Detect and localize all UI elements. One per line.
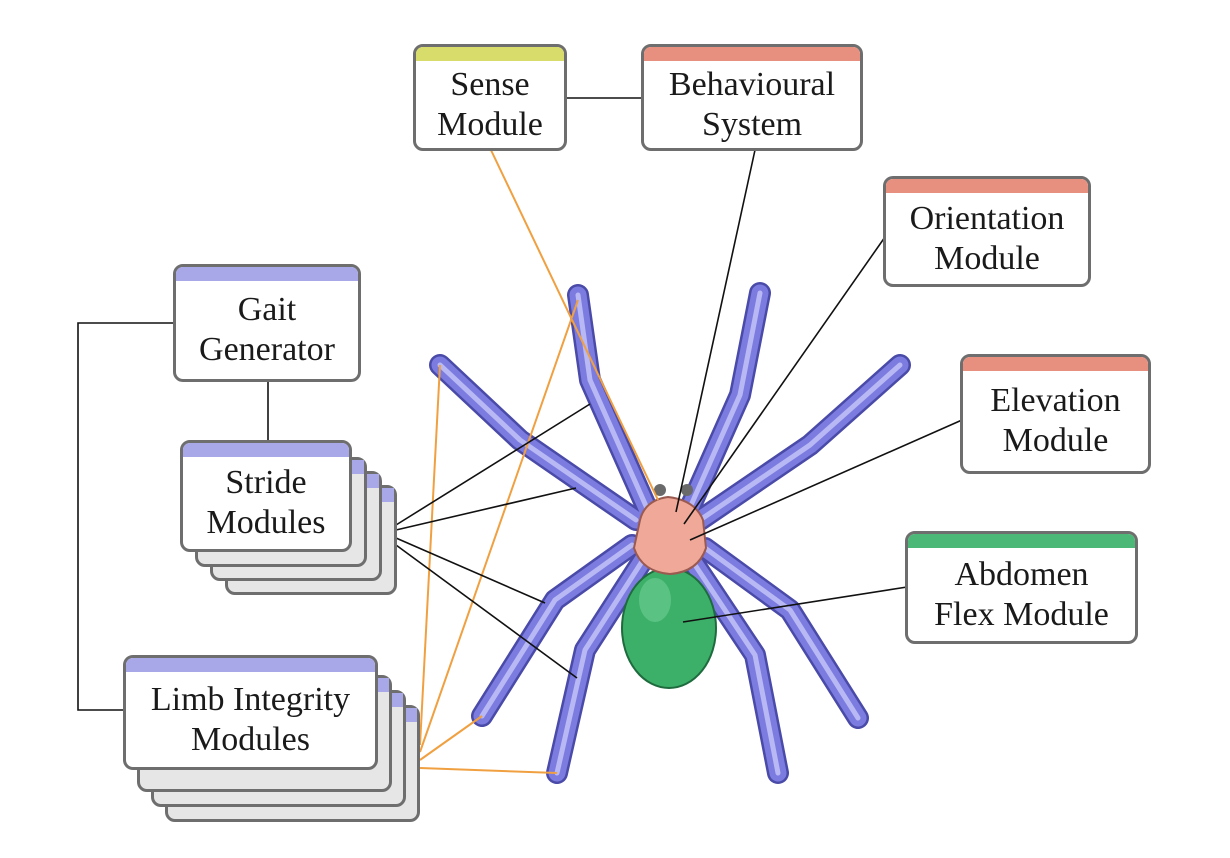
stride-line2: Modules [206, 504, 326, 541]
connector-lines [77, 97, 963, 774]
limb-integrity-modules-box: Limb Integrity Modules [123, 655, 378, 770]
orientation-module-box: Orientation Module [883, 176, 1091, 287]
stride-category-bar [183, 443, 349, 457]
spider-legs [429, 282, 911, 784]
sense-module-box: Sense Module [413, 44, 567, 151]
behavioural-line2: System [701, 105, 803, 143]
elevation-line1: Elevation [990, 382, 1121, 419]
gait-line1: Gait [237, 291, 297, 328]
orientation-line1: Orientation [909, 199, 1065, 237]
abdomen-line1: Abdomen [954, 555, 1089, 593]
behavioural-line1: Behavioural [668, 65, 836, 103]
behavioural-system-box: Behavioural System [641, 44, 863, 151]
sense-category-bar [416, 47, 564, 61]
orientation-line2: Module [934, 239, 1040, 277]
elevation-category-bar [963, 357, 1148, 371]
gait-generator-box: Gait Generator [173, 264, 361, 382]
spider-abdomen [621, 567, 717, 689]
limb-line1: Limb Integrity [150, 680, 351, 718]
abdomen-flex-module-box: Abdomen Flex Module [905, 531, 1138, 644]
limb-category-bar [126, 658, 375, 672]
stride-modules-box: Stride Modules [180, 440, 352, 552]
limb-line2: Modules [191, 720, 310, 758]
orientation-category-bar [886, 179, 1088, 193]
elevation-module-box: Elevation Module [960, 354, 1151, 474]
sense-line1: Sense [450, 65, 530, 103]
sense-line2: Module [437, 105, 543, 143]
abdomen-line2: Flex Module [934, 595, 1109, 633]
abdomen-category-bar [908, 534, 1135, 548]
gait-line2: Generator [199, 331, 335, 368]
elevation-line2: Module [1002, 422, 1109, 459]
stride-line1: Stride [225, 464, 307, 501]
gait-category-bar [176, 267, 358, 281]
behavioural-category-bar [644, 47, 860, 61]
